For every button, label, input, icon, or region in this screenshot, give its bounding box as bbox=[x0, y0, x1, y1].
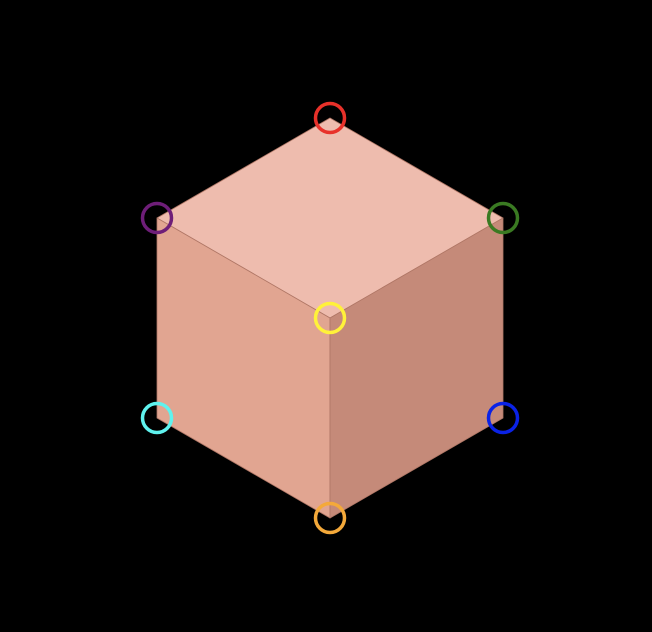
vertex-marker-lower-left bbox=[140, 401, 174, 435]
vertex-marker-top bbox=[313, 101, 347, 135]
vertex-markers bbox=[140, 101, 520, 535]
vertex-marker-lower-right bbox=[486, 401, 520, 435]
vertex-marker-bottom bbox=[313, 501, 347, 535]
cube-right-face bbox=[329, 217, 504, 519]
vertex-marker-upper-right bbox=[486, 201, 520, 235]
vertex-marker-center bbox=[313, 301, 347, 335]
vertex-marker-upper-left bbox=[140, 201, 174, 235]
